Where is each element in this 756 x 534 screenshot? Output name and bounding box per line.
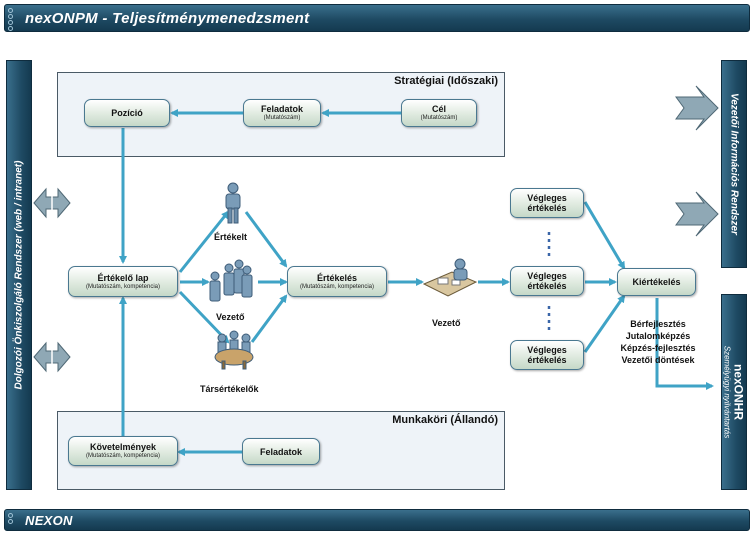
right-bottom-system-bar: nexONHR Személyügyi nyilvántartás <box>721 294 747 490</box>
outcome-item: Bérfejlesztés <box>630 319 686 329</box>
node-kiertekeles[interactable]: Kiértékelés <box>617 268 696 296</box>
node-job-feladatok-title: Feladatok <box>259 446 302 457</box>
node-vegleges-1[interactable]: Végleges értékelés <box>510 188 584 218</box>
label-tarsertekelok: Társértékelők <box>200 384 259 394</box>
left-system-bar: Dolgozói Önkiszolgáló Rendszer (web / in… <box>6 60 32 490</box>
outcome-item: Képzés-fejlesztés <box>620 343 696 353</box>
node-pozicio[interactable]: Pozíció <box>84 99 170 127</box>
job-title: Munkaköri (Állandó) <box>392 414 498 426</box>
node-cel[interactable]: Cél (Mutatószám) <box>401 99 477 127</box>
node-strategic-feladatok[interactable]: Feladatok (Mutatószám) <box>243 99 321 127</box>
node-ertekelo-lap-title: Értékelő lap <box>97 272 149 283</box>
node-vegleges-2-title: Végleges értékelés <box>527 271 567 291</box>
node-ertekelo-lap-sub: (Mutatószám, kompetencia) <box>85 283 161 290</box>
meeting-table-icon <box>214 330 254 370</box>
left-double-arrow-icon <box>33 187 71 373</box>
node-cel-title: Cél <box>431 104 446 114</box>
header-bar: nexONPM - Teljesítménymenedzsment <box>4 4 750 32</box>
node-pozicio-title: Pozíció <box>111 108 143 118</box>
outcome-list: Bérfejlesztés Jutalomképzés Képzés-fejle… <box>612 318 704 366</box>
node-job-feladatok[interactable]: Feladatok <box>242 438 320 465</box>
outcome-item: Jutalomképzés <box>625 331 691 341</box>
node-strategic-feladatok-title: Feladatok <box>260 104 303 114</box>
header-title: nexONPM - Teljesítménymenedzsment <box>25 10 310 27</box>
node-kovetelmenyek-sub: (Mutatószám, kompetencia) <box>85 453 161 459</box>
footer-title: NEXON <box>25 513 73 528</box>
strategic-title: Stratégiai (Időszaki) <box>394 75 498 87</box>
right-top-system-bar: Vezetői Információs Rendszer <box>721 60 747 268</box>
manager-at-desk-icon <box>422 258 478 297</box>
footer-bar: NEXON <box>4 509 750 531</box>
binder-rings-icon <box>8 8 14 32</box>
label-vezeto-2: Vezető <box>432 318 461 328</box>
right-arrow-icon <box>675 85 719 237</box>
node-ertekeles-title: Értékelés <box>316 272 358 283</box>
node-kovetelmenyek[interactable]: Követelmények (Mutatószám, kompetencia) <box>68 436 178 466</box>
node-strategic-feladatok-sub: (Mutatószám) <box>263 115 301 121</box>
node-vegleges-1-title: Végleges értékelés <box>527 193 567 213</box>
label-ertekelt: Értékelt <box>214 232 248 242</box>
node-vegleges-3[interactable]: Végleges értékelés <box>510 340 584 370</box>
node-ertekelo-lap[interactable]: Értékelő lap (Mutatószám, kompetencia) <box>68 266 178 297</box>
node-cel-sub: (Mutatószám) <box>420 115 458 121</box>
node-vegleges-3-title: Végleges értékelés <box>527 345 567 365</box>
node-kiertekeles-title: Kiértékelés <box>632 277 681 287</box>
node-ertekeles-sub: (Mutatószám, kompetencia) <box>299 283 375 290</box>
person-icon <box>225 182 241 224</box>
group-people-icon <box>209 259 253 302</box>
node-vegleges-2[interactable]: Végleges értékelés <box>510 266 584 296</box>
binder-rings-icon <box>8 513 14 525</box>
label-vezeto: Vezető <box>216 312 245 322</box>
node-kovetelmenyek-title: Követelmények <box>89 442 157 452</box>
outcome-item: Vezetői döntések <box>621 355 695 365</box>
node-ertekeles[interactable]: Értékelés (Mutatószám, kompetencia) <box>287 266 387 297</box>
